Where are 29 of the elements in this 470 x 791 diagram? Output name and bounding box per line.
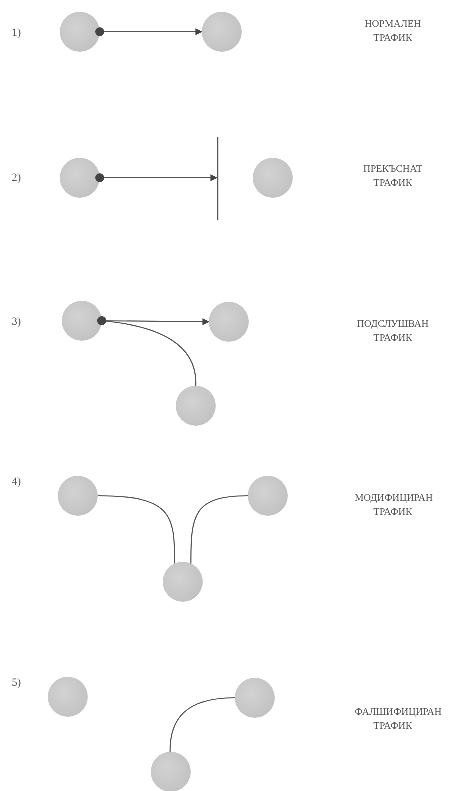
circle-node xyxy=(60,158,100,198)
connector-line xyxy=(98,316,197,386)
circle-node xyxy=(253,158,293,198)
circle-node xyxy=(60,12,100,52)
item-number: 3) xyxy=(12,315,22,330)
circle-node xyxy=(209,302,249,342)
caption-text: ФАЛШИФИЦИРАН ТРАФИК xyxy=(354,706,443,734)
circle-node xyxy=(151,752,191,791)
item-number: 5) xyxy=(12,676,22,691)
circle-node xyxy=(62,301,102,341)
connector-line xyxy=(96,28,203,36)
caption-text: ПРЕКЪСНАТ ТРАФИК xyxy=(362,163,424,191)
item-number: 4) xyxy=(12,475,22,490)
caption-text: МОДИФИЦИРАН ТРАФИК xyxy=(354,492,434,520)
caption-text: ПОДСЛУШВАН ТРАФИК xyxy=(356,318,430,346)
connector-line xyxy=(170,697,236,752)
connector-line xyxy=(96,174,218,182)
item-number: 1) xyxy=(12,26,22,41)
connector-line xyxy=(98,495,176,564)
item-number: 2) xyxy=(12,171,22,186)
circle-node xyxy=(163,562,203,602)
circle-node xyxy=(248,476,288,516)
circle-node xyxy=(176,386,216,426)
circle-node xyxy=(48,677,88,717)
connector-line xyxy=(190,495,248,564)
circle-node xyxy=(235,678,275,718)
caption-text: НОРМАЛЕН ТРАФИК xyxy=(364,18,422,46)
circle-node xyxy=(202,12,242,52)
circle-node xyxy=(58,476,98,516)
